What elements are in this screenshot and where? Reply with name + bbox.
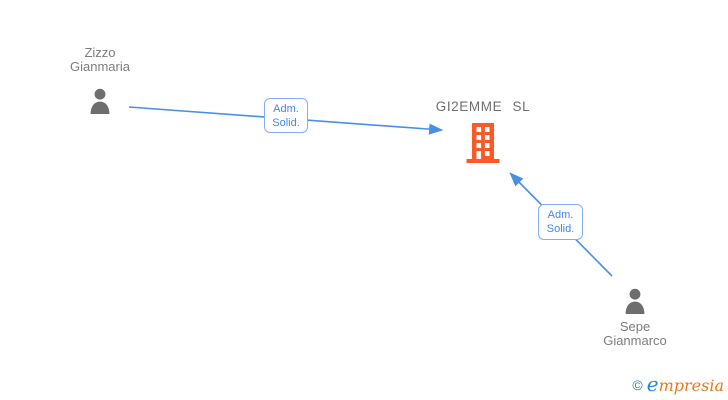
building-icon bbox=[466, 123, 500, 163]
empresia-logo[interactable]: ©empresia bbox=[632, 372, 724, 396]
person-icon bbox=[86, 88, 114, 114]
node-person-sepe-gianmarco[interactable]: Sepe Gianmarco bbox=[575, 288, 695, 348]
person-name-label: Zizzo Gianmaria bbox=[40, 46, 160, 74]
person-name-line2: Gianmaria bbox=[70, 59, 130, 74]
edge-label-line2: Solid. bbox=[272, 116, 300, 129]
copyright-icon: © bbox=[632, 377, 643, 393]
person-name-line2: Gianmarco bbox=[603, 333, 667, 348]
node-person-zizzo-gianmaria[interactable]: Zizzo Gianmaria bbox=[40, 46, 160, 114]
person-name-line1: Sepe bbox=[619, 319, 651, 334]
person-name-label: Sepe Gianmarco bbox=[575, 320, 695, 348]
empresia-logo-e: e bbox=[646, 372, 659, 396]
empresia-logo-rest: mpresia bbox=[658, 376, 724, 395]
person-name-line1: Zizzo bbox=[84, 45, 116, 60]
edge-label-adm-solid-1[interactable]: Adm. Solid. bbox=[264, 98, 308, 133]
edge-label-line1: Adm. bbox=[273, 102, 299, 115]
company-name-label: GI2EMME SL bbox=[435, 99, 531, 114]
edge-label-adm-solid-2[interactable]: Adm. Solid. bbox=[538, 204, 583, 240]
edge-label-line1: Adm. bbox=[547, 209, 574, 221]
person-icon bbox=[621, 288, 649, 314]
edge-label-line2: Solid. bbox=[546, 223, 575, 235]
node-company-gi2emme-sl[interactable]: GI2EMME SL bbox=[413, 99, 553, 163]
